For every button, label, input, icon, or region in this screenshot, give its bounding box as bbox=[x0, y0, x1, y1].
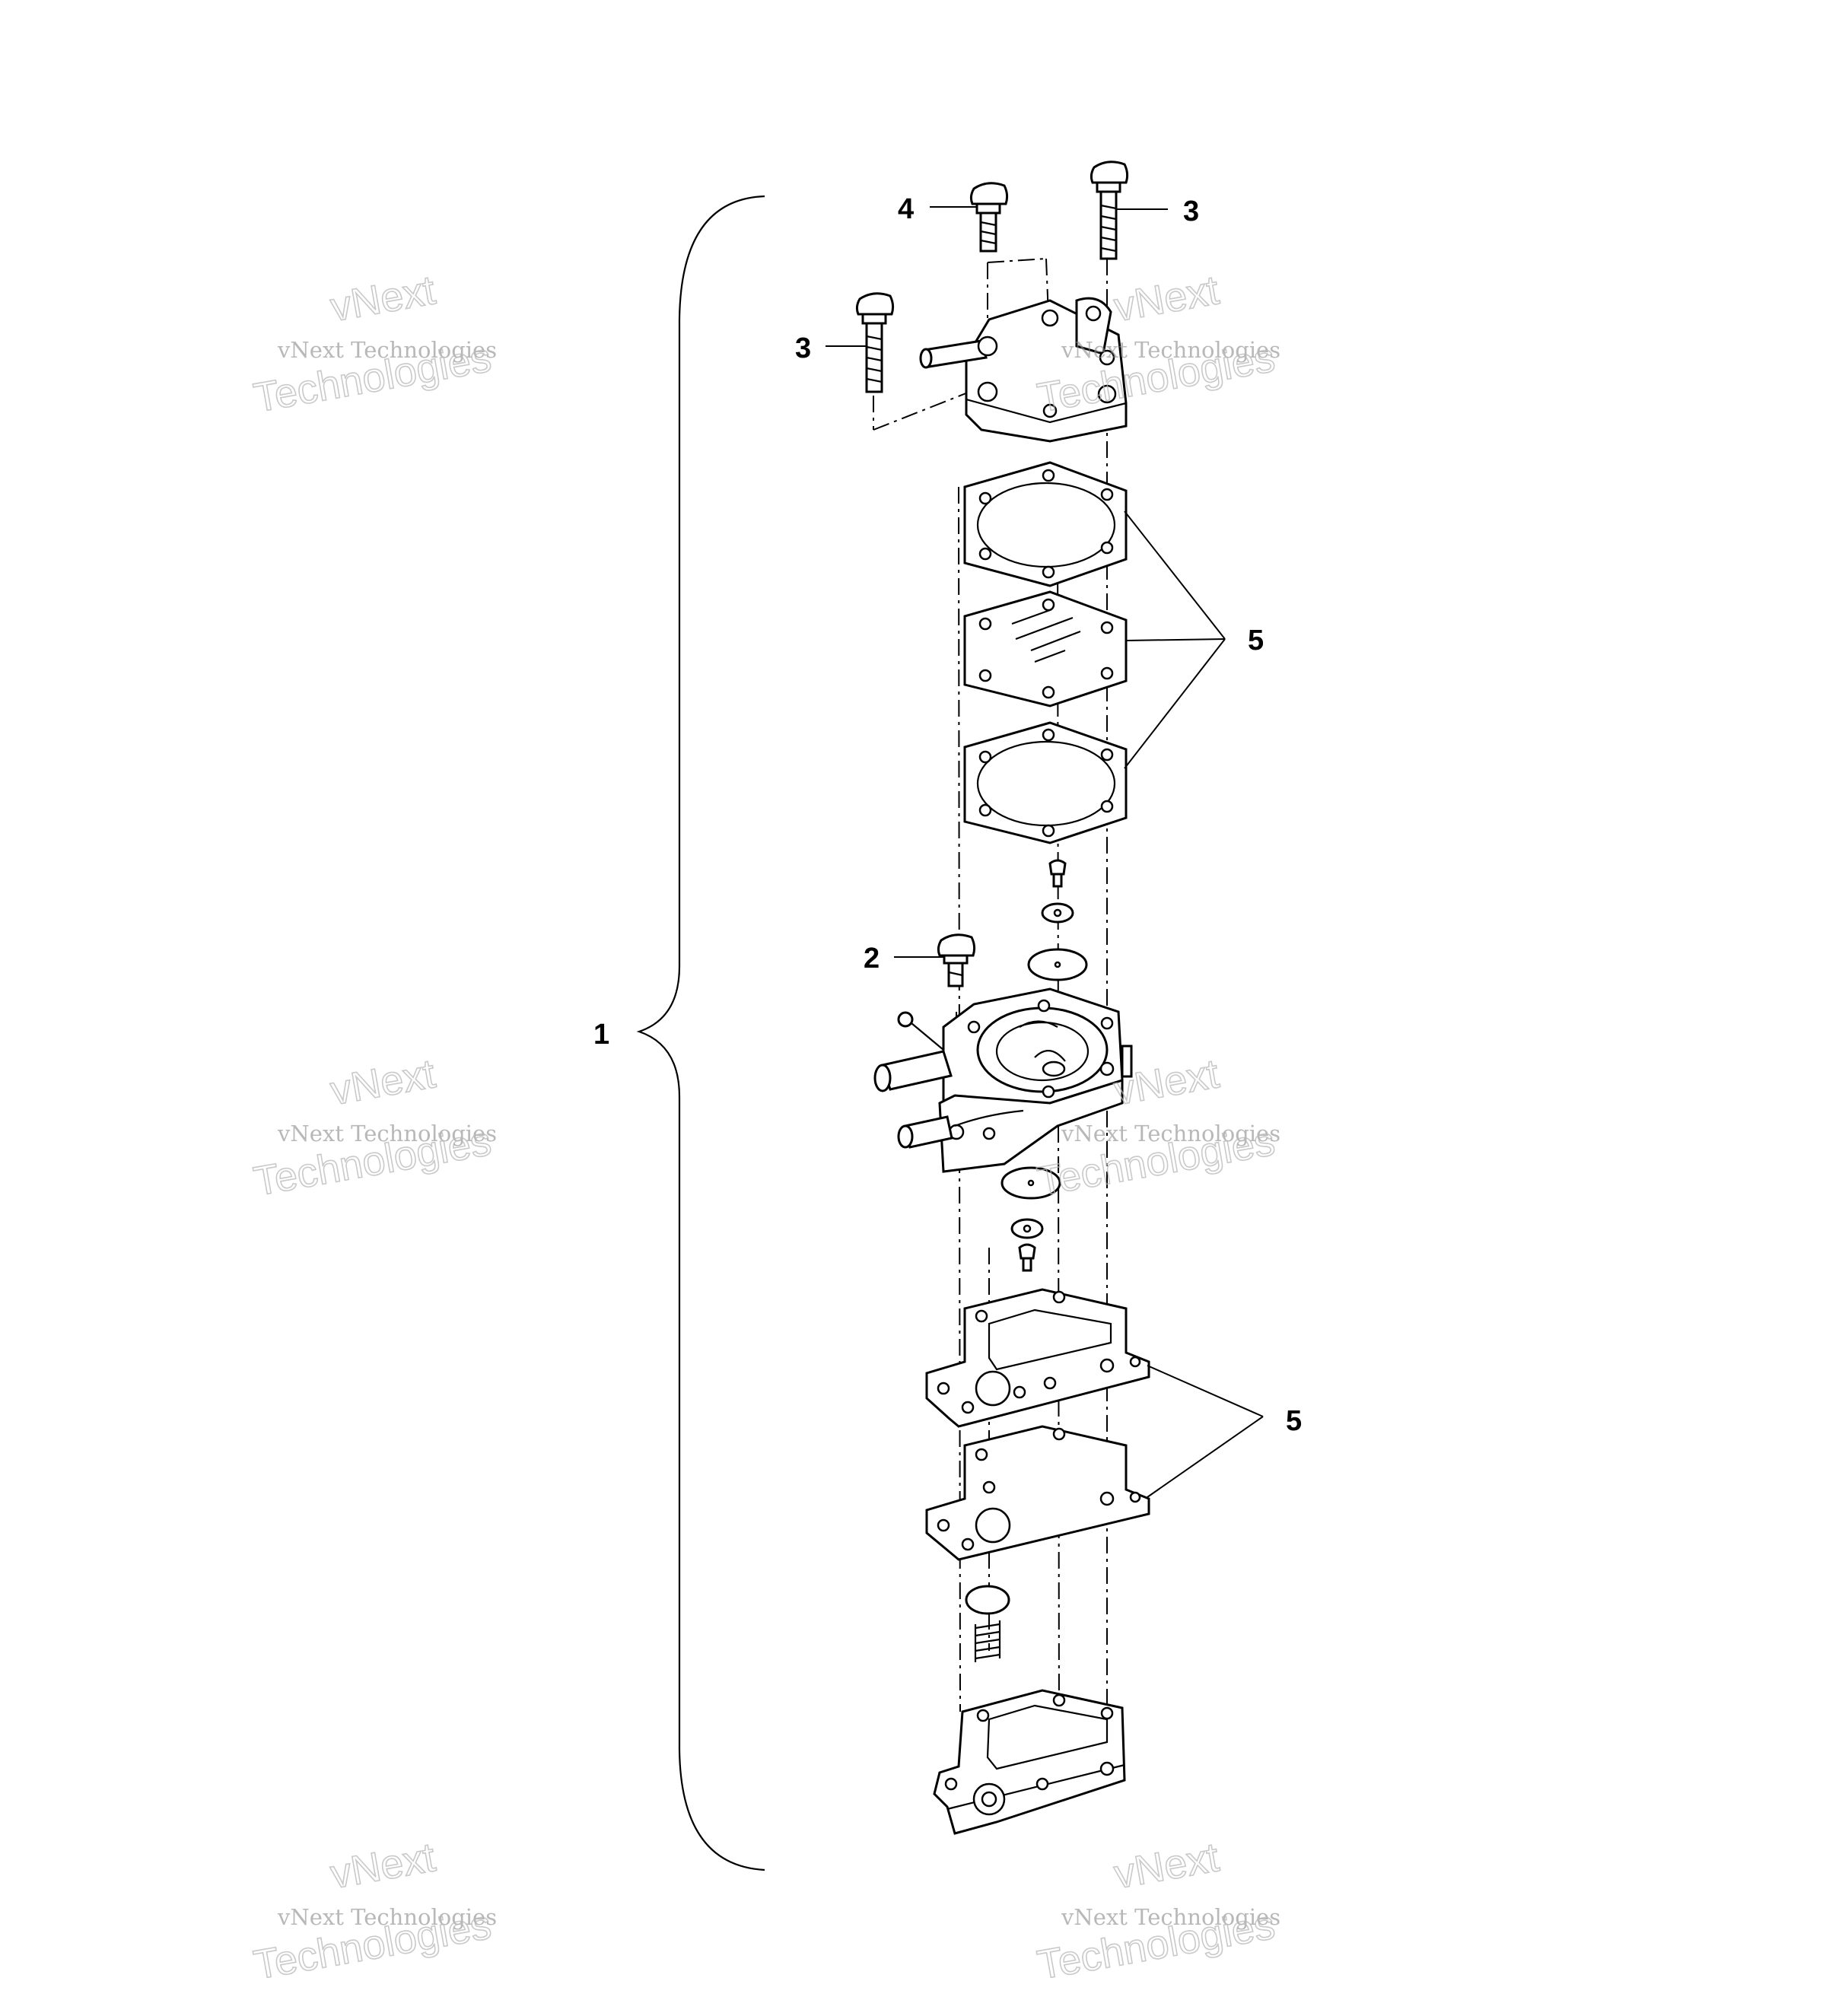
svg-text:vNext: vNext bbox=[1111, 1834, 1222, 1897]
callout-5-upper: 5 bbox=[1248, 625, 1264, 657]
watermark: vNext vNext Technologies Technologies bbox=[1033, 266, 1280, 421]
valve-upper-parts bbox=[1027, 859, 1088, 981]
gasket-upper-1 bbox=[963, 461, 1128, 587]
svg-text:vNext: vNext bbox=[327, 1051, 438, 1114]
screw-2 bbox=[937, 933, 976, 987]
callout-1: 1 bbox=[593, 1019, 609, 1051]
assembly-brace bbox=[636, 195, 765, 1871]
watermark: vNext vNext Technologies Technologies bbox=[250, 266, 497, 421]
svg-text:vNext Technologies: vNext Technologies bbox=[1061, 1121, 1280, 1146]
pump-body bbox=[873, 987, 1133, 1173]
svg-text:vNext Technologies: vNext Technologies bbox=[1061, 1904, 1280, 1930]
screw-4 bbox=[969, 182, 1009, 253]
screw-3-left bbox=[855, 292, 895, 393]
gasket-upper-2 bbox=[963, 721, 1128, 844]
diaphragm-upper bbox=[963, 590, 1128, 708]
callout-5-lower: 5 bbox=[1286, 1405, 1302, 1437]
callout-labels: 1 2 3 3 4 5 5 bbox=[593, 193, 1302, 1437]
svg-text:vNext: vNext bbox=[327, 1834, 438, 1897]
valve-lower-parts bbox=[1000, 1166, 1061, 1272]
svg-text:vNext Technologies: vNext Technologies bbox=[1061, 337, 1280, 363]
pump-top-cover bbox=[919, 297, 1128, 443]
screw-3-right bbox=[1090, 161, 1129, 260]
check-valve-spring bbox=[965, 1585, 1010, 1662]
svg-text:vNext: vNext bbox=[1111, 267, 1222, 330]
callout-2: 2 bbox=[864, 943, 880, 975]
svg-text:vNext Technologies: vNext Technologies bbox=[277, 1121, 497, 1146]
gasket-lower-1 bbox=[925, 1288, 1150, 1428]
callout-3-left: 3 bbox=[795, 332, 811, 364]
callout-3-right: 3 bbox=[1183, 196, 1199, 227]
callout-4: 4 bbox=[898, 193, 914, 225]
svg-text:vNext Technologies: vNext Technologies bbox=[277, 337, 497, 363]
watermark: vNext vNext Technologies Technologies bbox=[250, 1050, 497, 1205]
svg-text:vNext: vNext bbox=[327, 267, 438, 330]
leader-lines bbox=[826, 206, 1264, 1498]
gasket-lower-2 bbox=[925, 1425, 1150, 1561]
watermark: vNext vNext Technologies Technologies bbox=[1033, 1833, 1280, 1989]
svg-text:vNext Technologies: vNext Technologies bbox=[277, 1904, 497, 1930]
watermark: vNext vNext Technologies Technologies bbox=[250, 1833, 497, 1989]
pump-bottom-cover bbox=[933, 1689, 1126, 1835]
